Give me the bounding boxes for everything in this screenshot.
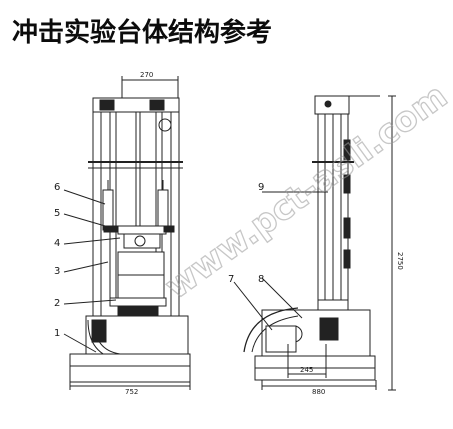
dim-top-width-label: 270 [140, 71, 153, 79]
dimension-height: 2750 [388, 95, 404, 391]
part-number-7: 7 [228, 274, 234, 285]
part-number-6: 6 [54, 182, 60, 193]
dimension-span-inner: 245 [287, 344, 327, 378]
part-number-4: 4 [54, 238, 60, 249]
part-number-3: 3 [54, 266, 60, 277]
dimension-base-width: 752 [69, 382, 191, 396]
part-number-9: 9 [258, 182, 264, 193]
part-number-2: 2 [54, 298, 60, 309]
side-view: 2750 245 880 9 8 7 [228, 95, 404, 396]
dim-base-width-label: 752 [125, 388, 138, 396]
part-number-1: 1 [54, 328, 60, 339]
part-number-5: 5 [54, 208, 60, 219]
dim-height-label: 2750 [396, 252, 404, 270]
dimension-span-outer: 880 [261, 380, 377, 396]
page-title: 冲击实验台体结构参考 [12, 18, 273, 48]
dim-span-inner-label: 245 [300, 366, 313, 374]
dimension-top-width: 270 [121, 71, 179, 100]
watermark-text: www.pct-asli.com [158, 76, 453, 307]
front-view: 270 [54, 71, 191, 396]
dim-span-outer-label: 880 [312, 388, 325, 396]
part-number-8: 8 [258, 274, 264, 285]
